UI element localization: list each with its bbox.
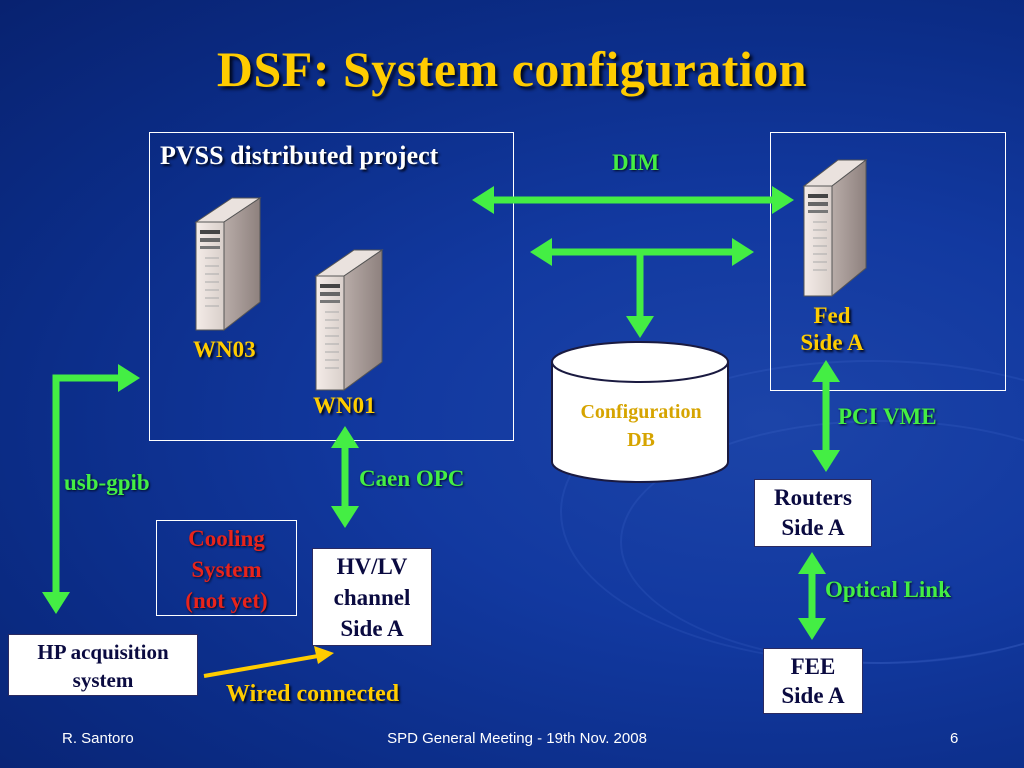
dim-arrow (472, 186, 794, 214)
footer-page-number: 6 (950, 730, 959, 747)
cooling-line3: (not yet) (185, 588, 268, 613)
wired-connected-label: Wired connected (226, 681, 400, 707)
server-label-wn03: WN03 (193, 337, 256, 362)
routers-line2: Side A (781, 515, 845, 540)
caen-opc-label: Caen OPC (359, 466, 465, 491)
fee-box: FEE Side A (763, 648, 863, 714)
optical-link-label: Optical Link (825, 577, 951, 602)
usb-gpib-arrow (42, 364, 140, 614)
hvlv-line2: channel (333, 585, 411, 610)
server-icon (802, 158, 868, 298)
pci-vme-label: PCI VME (838, 404, 937, 429)
server-label-wn01: WN01 (313, 393, 376, 418)
fed-line1: Fed (813, 303, 851, 328)
database-cylinder (551, 341, 729, 483)
footer-meeting: SPD General Meeting - 19th Nov. 2008 (387, 730, 647, 747)
caen-opc-arrow (331, 426, 359, 528)
slide-title: DSF: System configuration (216, 41, 808, 97)
database-line1: Configuration (580, 401, 702, 423)
server-label-fed: Fed Side A (790, 302, 874, 356)
hvlv-line1: HV/LV (336, 554, 408, 579)
routers-box: Routers Side A (754, 479, 872, 547)
fee-line1: FEE (790, 654, 836, 679)
optical-link-arrow (798, 552, 826, 640)
usb-gpib-label: usb-gpib (64, 470, 150, 495)
pvss-project-frame (149, 132, 514, 441)
routers-line1: Routers (774, 485, 852, 510)
cooling-system-box: Cooling System (not yet) (156, 520, 297, 616)
fee-line2: Side A (781, 683, 845, 708)
server-icon (314, 249, 384, 391)
db-bus-arrow (530, 238, 754, 338)
pvss-label: PVSS distributed project (160, 141, 439, 170)
cooling-line2: System (191, 557, 262, 582)
server-icon (194, 197, 262, 332)
database-label: Configuration DB (556, 398, 726, 454)
hp-line1: HP acquisition (37, 640, 169, 664)
hvlv-line3: Side A (340, 616, 404, 641)
hvlv-channel-box: HV/LV channel Side A (312, 548, 432, 646)
fed-line2: Side A (800, 330, 864, 355)
hp-acquisition-box: HP acquisition system (8, 634, 198, 696)
cooling-line1: Cooling (188, 526, 265, 551)
database-line2: DB (627, 429, 655, 451)
fed-frame (770, 132, 1006, 391)
footer-author: R. Santoro (62, 730, 134, 747)
pci-vme-arrow (812, 360, 840, 472)
dim-label: DIM (612, 150, 660, 175)
wired-connected-arrow (203, 646, 334, 678)
hp-line2: system (72, 668, 134, 692)
